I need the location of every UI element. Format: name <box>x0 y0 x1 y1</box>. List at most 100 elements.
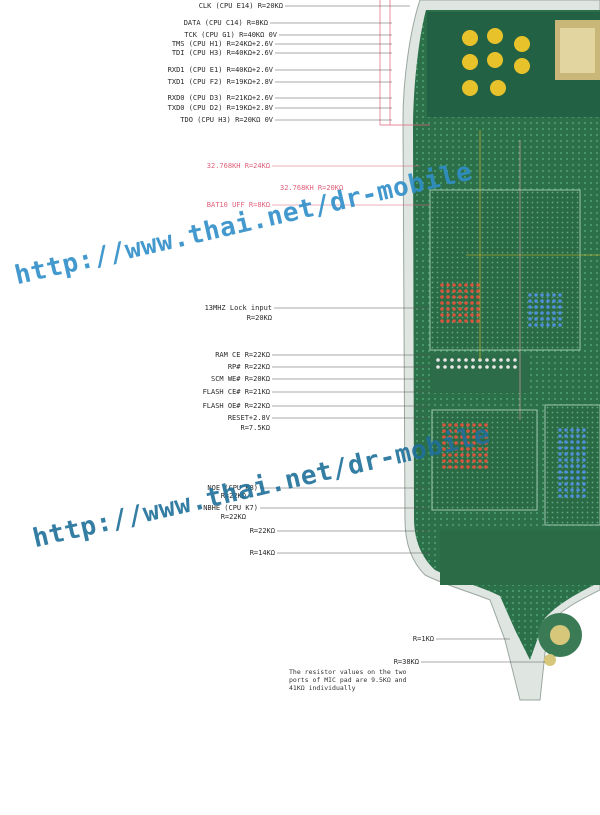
bga-ball <box>546 305 550 309</box>
bga-ball <box>582 452 586 456</box>
bga-ball <box>464 289 468 293</box>
bga-ball <box>564 470 568 474</box>
bga-balls <box>436 283 586 498</box>
bga-ball <box>476 319 480 323</box>
pin-label: TDI (CPU H3) R=40KΩ+2.6V <box>171 49 273 57</box>
bga-ball <box>478 465 482 469</box>
bga-ball <box>576 434 580 438</box>
bga-ball <box>464 295 468 299</box>
bga-ball <box>446 295 450 299</box>
bga-ball <box>540 305 544 309</box>
bga-ball <box>576 494 580 498</box>
pin-label: BAT10 UFF R=8KΩ <box>206 201 270 209</box>
bga-ball <box>460 429 464 433</box>
bga-ball <box>452 295 456 299</box>
pin-label: 13MHZ Lock input <box>204 304 272 312</box>
bga-ball <box>458 301 462 305</box>
pin-label: RP# R=22KΩ <box>227 363 270 371</box>
bga-ball <box>564 428 568 432</box>
bga-ball <box>466 453 470 457</box>
bga-ball <box>446 289 450 293</box>
pin-label: TXD1 (CPU F2) R=19KΩ+2.8V <box>167 78 273 86</box>
bga-ball <box>570 440 574 444</box>
bga-ball <box>454 465 458 469</box>
bga-ball <box>454 429 458 433</box>
bga-ball <box>552 311 556 315</box>
bga-ball <box>471 358 475 362</box>
bga-ball <box>546 311 550 315</box>
bga-ball <box>528 317 532 321</box>
bga-ball <box>476 283 480 287</box>
bga-ball <box>466 423 470 427</box>
bga-ball <box>576 452 580 456</box>
bga-ball <box>558 482 562 486</box>
pin-label: NOE (CPU K8) <box>207 484 258 492</box>
bga-ball <box>558 440 562 444</box>
bga-ball <box>564 452 568 456</box>
bga-ball <box>472 459 476 463</box>
pin-label: R=22KΩ <box>249 527 275 535</box>
bga-ball <box>576 464 580 468</box>
bga-ball <box>464 283 468 287</box>
test-pad <box>514 36 530 52</box>
pin-label: RAM CE R=22KΩ <box>215 351 270 359</box>
bga-ball <box>452 307 456 311</box>
bga-ball <box>458 313 462 317</box>
bga-ball <box>448 441 452 445</box>
bga-ball <box>472 423 476 427</box>
bga-ball <box>576 458 580 462</box>
bga-ball <box>454 435 458 439</box>
bga-ball <box>570 482 574 486</box>
pin-label: R=7.5KΩ <box>240 424 270 432</box>
bga-ball <box>452 283 456 287</box>
bga-ball <box>448 447 452 451</box>
bga-ball <box>558 470 562 474</box>
bga-ball <box>448 465 452 469</box>
bga-ball <box>454 423 458 427</box>
bga-ball <box>558 317 562 321</box>
bga-ball <box>464 313 468 317</box>
bga-ball <box>558 323 562 327</box>
bga-ball <box>540 323 544 327</box>
bga-ball <box>552 305 556 309</box>
pin-label: RXD1 (CPU E1) R=40KΩ+2.6V <box>167 66 273 74</box>
bga-ball <box>582 434 586 438</box>
test-pad <box>487 28 503 44</box>
bga-ball <box>558 446 562 450</box>
bga-ball <box>582 494 586 498</box>
bga-ball <box>570 434 574 438</box>
bga-ball <box>442 465 446 469</box>
bga-ball <box>446 307 450 311</box>
pin-label: R=22KΩ <box>220 492 246 500</box>
pin-label: TCK (CPU G1) R=40KΩ 0V <box>184 31 277 39</box>
bga-ball <box>454 453 458 457</box>
bga-ball <box>570 494 574 498</box>
bga-ball <box>546 293 550 297</box>
bga-ball <box>442 429 446 433</box>
bga-ball <box>570 446 574 450</box>
bga-ball <box>476 307 480 311</box>
bga-ball <box>534 305 538 309</box>
test-pads <box>462 28 530 96</box>
bga-ball <box>460 459 464 463</box>
bga-ball <box>540 317 544 321</box>
bga-ball <box>484 465 488 469</box>
bga-ball <box>436 358 440 362</box>
bga-ball <box>440 319 444 323</box>
bga-ball <box>570 464 574 468</box>
bga-ball <box>564 482 568 486</box>
bga-ball <box>448 459 452 463</box>
bga-ball <box>570 452 574 456</box>
test-pad <box>462 30 478 46</box>
pin-label: R=38KΩ <box>393 658 419 666</box>
bga-ball <box>452 313 456 317</box>
bga-ball <box>484 435 488 439</box>
bga-ball <box>576 428 580 432</box>
bga-ball <box>492 365 496 369</box>
bga-ball <box>458 307 462 311</box>
bga-ball <box>466 459 470 463</box>
test-pad <box>487 52 503 68</box>
bga-ball <box>582 440 586 444</box>
bga-ball <box>454 459 458 463</box>
